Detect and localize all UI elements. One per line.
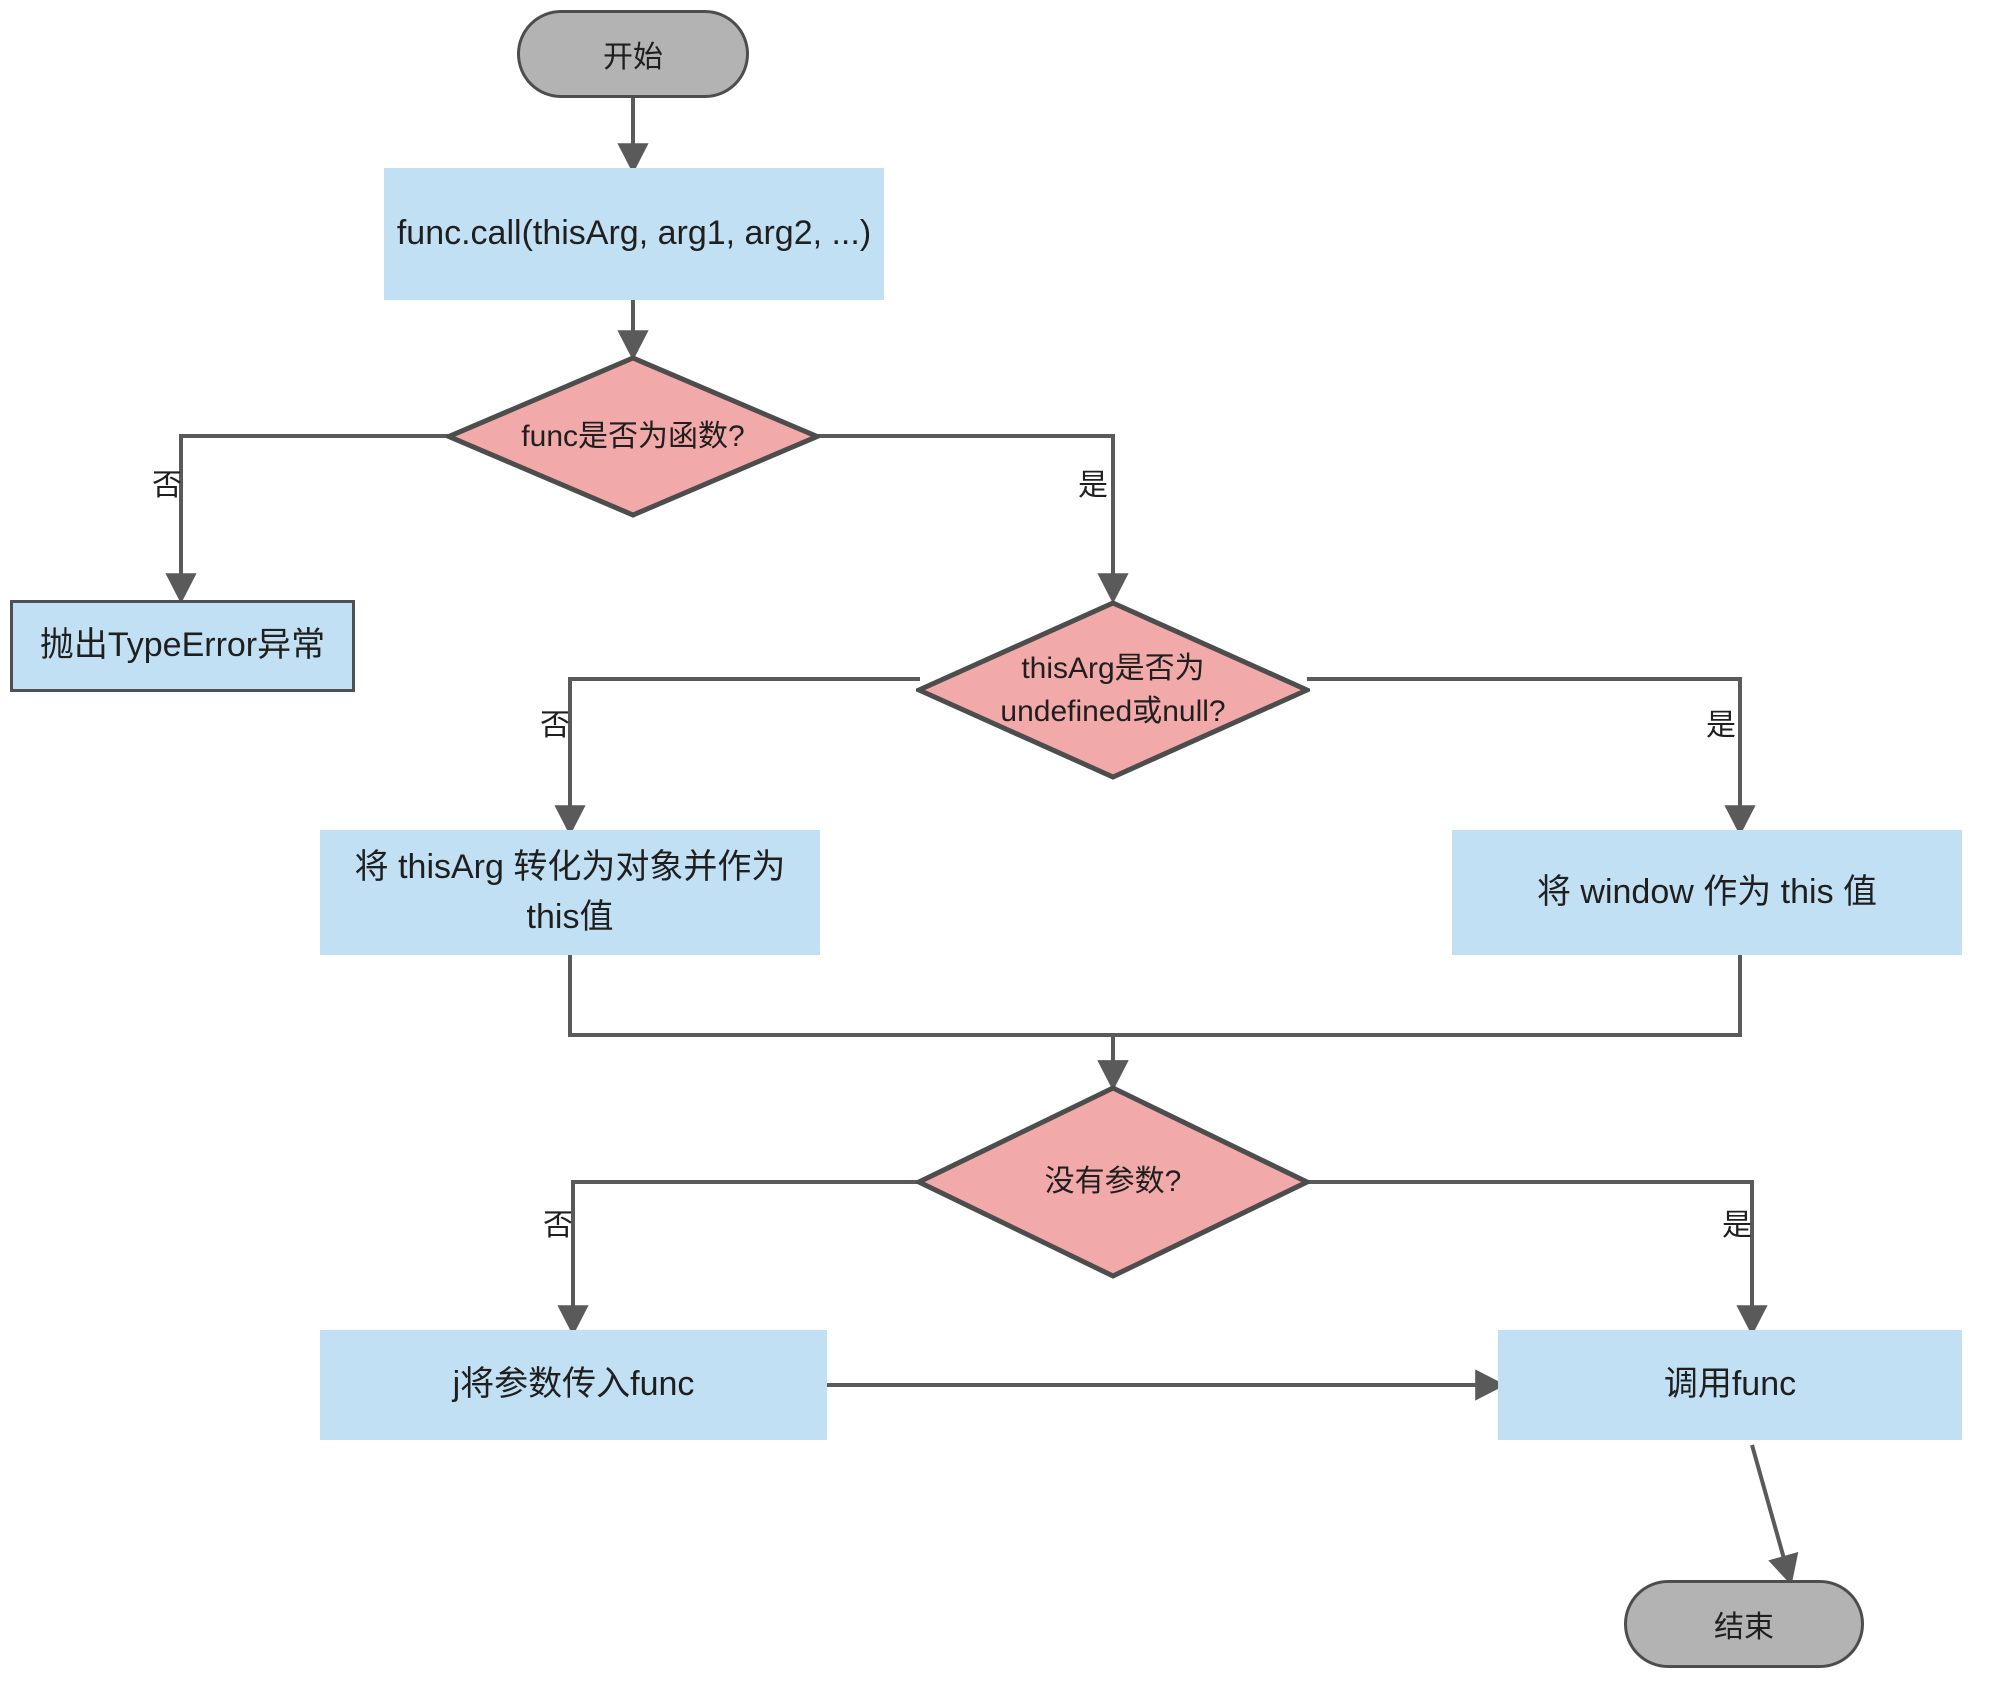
node-pass-args[interactable]: j将参数传入func	[320, 1330, 827, 1440]
edge-label-isfunction-yes: 是	[1078, 469, 1108, 502]
node-end[interactable]: 结束	[1624, 1580, 1864, 1668]
edge-isfunction-no	[165, 434, 448, 604]
node-func-call[interactable]: func.call(thisArg, arg1, arg2, ...)	[384, 168, 884, 300]
node-end-label: 结束	[1714, 1611, 1774, 1644]
node-to-object-line2: this值	[526, 897, 614, 936]
node-to-object-label: 将 thisArg 转化为对象并作为 this值	[355, 843, 786, 942]
node-is-undefined-or-null-line2: undefined或null?	[1000, 695, 1226, 728]
node-start[interactable]: 开始	[517, 10, 749, 98]
edge-noargs-yes	[1307, 1180, 1768, 1336]
node-is-function-label: func是否为函数?	[521, 419, 745, 453]
edge-invoke-to-end	[1750, 1444, 1799, 1586]
node-no-args-label: 没有参数?	[1044, 1165, 1182, 1199]
diamond-shape-is-undefined-or-null	[916, 600, 1310, 780]
node-use-window[interactable]: 将 window 作为 this 值	[1452, 830, 1962, 955]
edge-toobject-to-noargs	[568, 955, 1129, 1091]
edge-isnull-no	[554, 677, 920, 836]
node-is-undefined-or-null-line1: thisArg是否为	[1021, 651, 1205, 685]
edge-label-isfunction-no: 否	[152, 469, 182, 502]
edge-usewindow-to-noargs	[1097, 955, 1742, 1091]
edge-noargs-no	[557, 1180, 920, 1336]
edge-isnull-yes	[1307, 677, 1756, 836]
edge-label-noargs-yes: 是	[1722, 1209, 1752, 1242]
edge-isfunction-yes	[818, 434, 1129, 604]
node-is-function[interactable]: func是否为函数?	[446, 355, 820, 518]
node-use-window-label: 将 window 作为 this 值	[1536, 872, 1878, 911]
edge-label-noargs-no: 否	[543, 1209, 573, 1242]
node-invoke-func-label: 调用func	[1663, 1365, 1797, 1404]
node-to-object-line1: 将 thisArg 转化为对象并作为	[354, 848, 786, 887]
diamond-shape-is-function	[446, 355, 820, 518]
edge-label-isnull-yes: 是	[1706, 709, 1736, 742]
node-pass-args-label: j将参数传入func	[452, 1365, 695, 1404]
node-is-undefined-or-null[interactable]: thisArg是否为 undefined或null?	[916, 600, 1310, 780]
node-to-object[interactable]: 将 thisArg 转化为对象并作为 this值	[320, 830, 820, 955]
node-start-label: 开始	[603, 41, 663, 74]
edge-label-isnull-no: 否	[540, 709, 570, 742]
node-throw-typeerror-label: 抛出TypeError异常	[39, 626, 326, 665]
node-is-undefined-or-null-label: thisArg是否为 undefined或null?	[990, 647, 1235, 734]
node-func-call-label: func.call(thisArg, arg1, arg2, ...)	[396, 214, 872, 253]
node-throw-typeerror[interactable]: 抛出TypeError异常	[10, 600, 355, 692]
diamond-shape-no-args	[916, 1085, 1310, 1279]
node-invoke-func[interactable]: 调用func	[1498, 1330, 1962, 1440]
node-no-args[interactable]: 没有参数?	[916, 1085, 1310, 1279]
